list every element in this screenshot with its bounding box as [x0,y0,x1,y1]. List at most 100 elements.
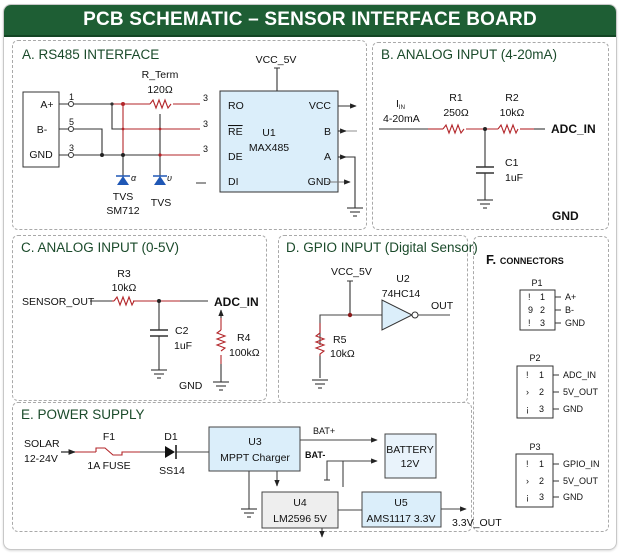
u4-part: LM2596 5V [273,513,327,525]
u1-pin-gnd: GND [308,176,332,188]
conn-pin-label-a: A+ [40,99,53,111]
tvs1-value: SM712 [106,205,139,217]
tvs2-mark: υ [167,173,172,183]
r3-ref: R3 [117,268,131,280]
c-adc-in-label: ADC_IN [214,295,259,309]
p3-pin3-num: 3 [539,492,544,502]
r4-ref: R4 [237,332,251,344]
panel-connectors [473,236,609,532]
b-junction [483,127,487,131]
u3-part: MPPT Charger [220,452,290,464]
r4-ground-symbol [213,381,229,391]
u1-part: MAX485 [249,142,289,154]
rs485-pin-terminals [59,101,74,158]
u5-part: AMS1117 3.3V [366,513,435,525]
battery-voltage: 12V [401,458,420,470]
p1-pin2-num: 2 [540,305,545,315]
p3-pin2-mark: › [526,476,529,486]
tvs2-ref: TVS [151,197,171,209]
r1-value: 250Ω [443,107,469,119]
r5-value: 10kΩ [330,348,355,360]
u1-pin-ro: RO [228,100,244,112]
u5-ref: U5 [394,497,408,509]
p3-pin2-net: 5V_OUT [563,476,599,486]
tvs1-ref: TVS [113,191,133,203]
d-wires [319,314,450,378]
u2-ref: U2 [396,273,410,285]
battery-12v [384,433,437,479]
u5-ams1117-regulator [361,491,442,528]
tvs-diode-1 [116,175,130,185]
c1-ref: C1 [505,157,519,169]
u1-ground-symbol [347,207,363,217]
p2-ref: P2 [529,353,540,363]
panel-analog-4-20ma [372,42,609,230]
pin-num-3: 3 [69,143,74,153]
p1-pin3-mark: ! [528,318,531,328]
c1-capacitor [476,166,494,174]
u4-lm2596-regulator [261,491,339,529]
r1-resistor [442,123,465,135]
section-f-word: CONNECTORS [499,256,564,266]
p3-pin3-mark: ¡ [526,492,529,502]
p2-pin3-num: 3 [539,404,544,414]
u2-part: 74HC14 [382,288,421,300]
b-input-label: IIN [396,98,405,111]
tvs1-mark: α [131,173,137,183]
d1-diode [165,445,177,459]
bat-plus-label: BAT+ [313,426,335,436]
r4-value: 100kΩ [229,347,260,359]
r1-ref: R1 [449,92,463,104]
u2-inverter-gate [381,299,419,331]
r5-ref: R5 [333,334,347,346]
c2-capacitor [150,329,168,337]
p1-pin2-mark: 9 [528,305,533,315]
connector-p3: P3 ! 1 › 2 ¡ 3 GPIO_IN 5V_OUT GND [515,442,600,508]
c1-value: 1uF [505,172,523,184]
p3-ref: P3 [529,442,540,452]
u1-pin-vcc: VCC [309,100,332,112]
p2-pin2-num: 2 [539,387,544,397]
conn-pin-label-gnd: GND [29,149,53,161]
b-input-range: 4-20mA [383,113,420,125]
p2-pin3-net: GND [563,404,584,414]
section-b-title: B. ANALOG INPUT (4-20mA) [381,47,558,62]
rs485-wires [74,103,200,176]
p2-pin1-mark: ! [526,370,529,380]
d-out-label: OUT [431,300,454,312]
u1-pin-de: DE [228,151,243,163]
p3-pin1-net: GPIO_IN [563,459,600,469]
solar-label-1: SOLAR [24,438,60,450]
d-junction [347,312,353,318]
p3-pin3-net: GND [563,492,584,502]
b-wires [379,128,545,200]
u3-mppt-charger [208,426,301,472]
f1-value: 1A FUSE [87,460,130,472]
c-input-label: SENSOR_OUT [22,296,95,308]
u1-pin-a: A [324,151,331,163]
rs485-input-connector: A+ B- GND [22,91,60,168]
r5-ground-symbol [312,379,328,389]
panel-rs485 [12,40,367,230]
section-e-title: E. POWER SUPPLY [21,407,145,422]
d-vcc-wire [347,280,353,315]
net-num-re: 3 [203,119,208,129]
d-supply-label: VCC_5V [331,266,372,278]
d1-value: SS14 [159,465,185,477]
net-num-ro: 3 [203,93,208,103]
rs485-junctions [100,102,162,157]
f1-fuse [95,447,140,456]
p3-pin1-num: 1 [539,459,544,469]
u1-output-wires [327,103,357,208]
section-d-title: D. GPIO INPUT (Digital Sensor) [286,240,478,255]
p3-pin2-num: 2 [539,476,544,486]
net-num-de: 3 [203,144,208,154]
e-wires [75,447,209,456]
pin-num-1: 1 [69,92,74,102]
p1-pin1-num: 1 [540,292,545,302]
panel-analog-0-5v [12,235,267,401]
r2-resistor [497,123,519,135]
p2-pin2-mark: › [526,387,529,397]
section-c-title: C. ANALOG INPUT (0-5V) [21,240,180,255]
r3-value: 10kΩ [112,282,137,294]
